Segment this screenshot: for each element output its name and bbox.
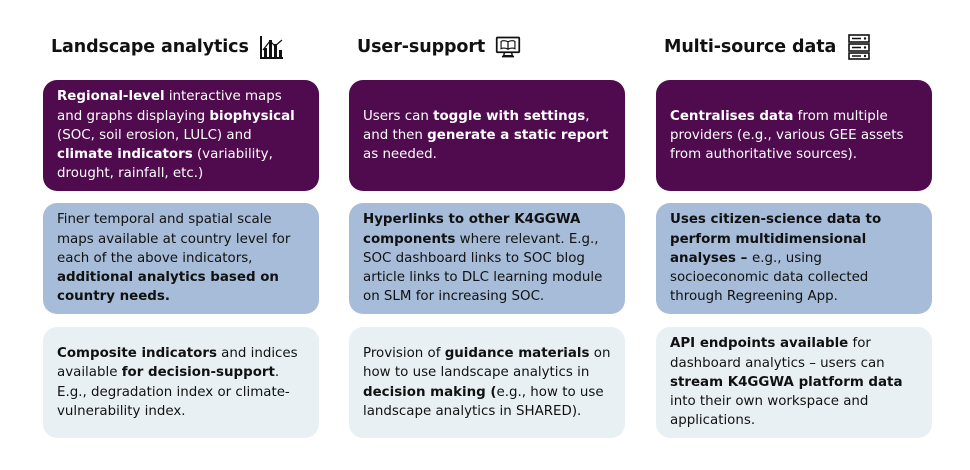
bold-text: climate indicators — [57, 147, 193, 163]
bold-text: stream K4GGWA platform data — [670, 374, 903, 390]
computer-book-icon — [495, 34, 521, 60]
bold-text: guidance materials — [444, 345, 590, 361]
bold-text: for decision-support — [121, 365, 275, 381]
column-user-support: User-support Users can toggle with setti… — [349, 0, 625, 470]
text-segment: as needed. — [363, 147, 437, 163]
card-toggle-settings: Users can toggle with settings, and then… — [349, 80, 625, 191]
text-segment: Finer temporal and spatial scale maps av… — [57, 212, 291, 266]
bar-chart-icon — [259, 34, 285, 60]
card-text: Regional-level interactive maps and grap… — [57, 87, 305, 183]
text-segment: interactive maps and graphs displaying — [57, 89, 282, 124]
text-segment: Users can — [363, 108, 434, 124]
column-title: User-support — [357, 37, 486, 57]
text-segment: for dashboard analytics – users can — [670, 336, 885, 371]
text-segment: into their own workspace and application… — [670, 394, 869, 429]
card-text: Uses citizen-science data to perform mul… — [670, 210, 918, 306]
card-hyperlinks: Hyperlinks to other K4GGWA components wh… — [349, 203, 625, 314]
text-segment: from multiple providers (e.g., various G… — [670, 108, 904, 163]
card-text: Centralises data from multiple providers… — [670, 107, 918, 165]
text-segment: (variability, drought, rainfall, etc.) — [57, 147, 273, 182]
text-segment: e.g., how to use landscape analytics in … — [363, 384, 604, 419]
bold-text: Composite indicators — [57, 345, 217, 361]
card-regional-maps: Regional-level interactive maps and grap… — [43, 80, 319, 191]
card-text: Finer temporal and spatial scale maps av… — [57, 210, 305, 306]
bold-text: toggle with settings — [433, 108, 586, 124]
bold-text: additional analytics based on country ne… — [57, 270, 279, 305]
card-citizen-science: Uses citizen-science data to perform mul… — [656, 203, 932, 314]
text-segment: . E.g., degradation index or climate-vul… — [57, 365, 290, 419]
card-api-endpoints: API endpoints available for dashboard an… — [656, 327, 932, 438]
bold-text: Regional-level — [57, 89, 165, 105]
column-multi-source-data: Multi-source data Centralises data from … — [656, 0, 932, 470]
card-centralises-data: Centralises data from multiple providers… — [656, 80, 932, 191]
text-segment: , and then — [363, 108, 590, 143]
bold-text: biophysical — [209, 108, 295, 124]
column-header: User-support — [357, 32, 521, 62]
text-segment: where relevant. E.g., SOC dashboard link… — [363, 231, 603, 305]
card-text: Users can toggle with settings, and then… — [363, 107, 611, 165]
text-segment: on how to use landscape analytics in — [363, 345, 611, 381]
card-composite-indicators: Composite indicators and indices availab… — [43, 327, 319, 438]
card-guidance-materials: Provision of guidance materials on how t… — [349, 327, 625, 438]
bold-text: Uses citizen-science data to perform mul… — [670, 212, 882, 266]
column-title: Multi-source data — [664, 37, 837, 57]
card-text: Provision of guidance materials on how t… — [363, 344, 611, 421]
column-title: Landscape analytics — [51, 37, 249, 57]
bold-text: decision making ( — [363, 384, 497, 400]
column-header: Multi-source data — [664, 32, 872, 62]
column-landscape-analytics: Landscape analytics Regional-level inter… — [43, 0, 319, 470]
text-segment: and indices available — [57, 345, 298, 381]
card-text: API endpoints available for dashboard an… — [670, 334, 918, 430]
text-segment: Provision of — [363, 345, 445, 361]
text-segment: (SOC, soil erosion, LULC) and — [57, 127, 252, 143]
text-segment: e.g., using socioeconomic data collected… — [670, 250, 869, 305]
server-icon — [846, 34, 872, 60]
bold-text: Centralises data — [670, 108, 794, 124]
bold-text: generate a static report — [427, 127, 609, 143]
card-text: Hyperlinks to other K4GGWA components wh… — [363, 210, 611, 306]
card-finer-scale-maps: Finer temporal and spatial scale maps av… — [43, 203, 319, 314]
bold-text: API endpoints available — [670, 336, 849, 352]
card-text: Composite indicators and indices availab… — [57, 344, 305, 421]
column-header: Landscape analytics — [51, 32, 285, 62]
bold-text: Hyperlinks to other K4GGWA components — [363, 212, 581, 247]
